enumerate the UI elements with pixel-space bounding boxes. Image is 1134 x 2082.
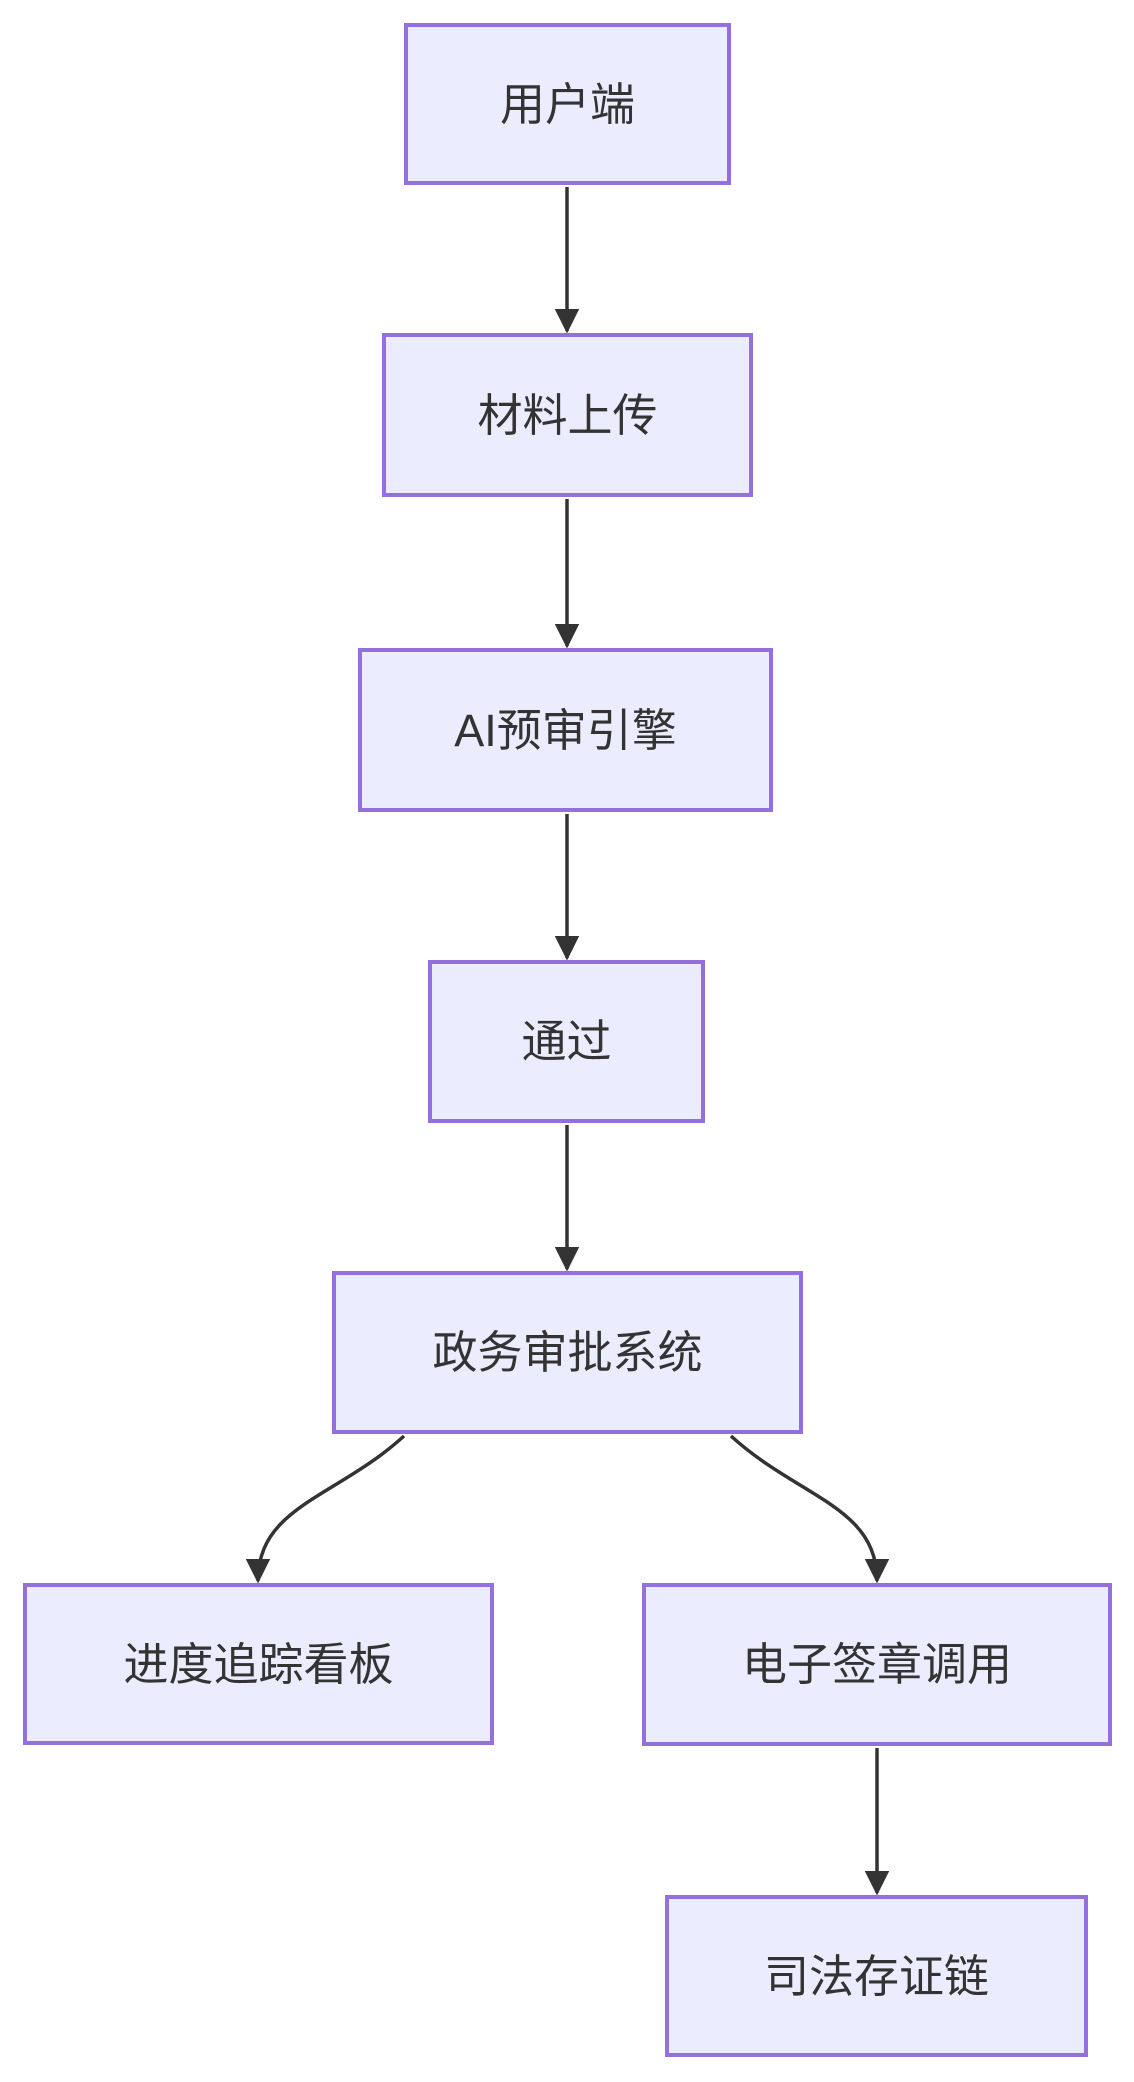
- node-material-upload-label: 材料上传: [477, 389, 658, 441]
- node-user-client: 用户端: [404, 23, 731, 185]
- node-progress-tracking-board-label: 进度追踪看板: [123, 1638, 394, 1690]
- node-e-signature-call-label: 电子签章调用: [741, 1639, 1012, 1690]
- node-gov-approval-system-label: 政务审批系统: [432, 1327, 703, 1378]
- node-ai-precheck-engine: AI预审引擎: [358, 648, 773, 812]
- node-gov-approval-system: 政务审批系统: [332, 1271, 803, 1434]
- node-pass: 通过: [428, 960, 705, 1123]
- node-judicial-evidence-chain-label: 司法存证链: [763, 1950, 989, 2002]
- edge-gov-approval-system-to-progress-tracking-board: [245, 1434, 406, 1584]
- node-pass-label: 通过: [521, 1016, 612, 1067]
- edge-gov-approval-system-to-e-signature-call: [729, 1434, 890, 1584]
- node-ai-precheck-engine-label: AI预审引擎: [454, 704, 677, 756]
- node-progress-tracking-board: 进度追踪看板: [23, 1583, 494, 1745]
- node-user-client-label: 用户端: [499, 78, 635, 130]
- node-judicial-evidence-chain: 司法存证链: [665, 1895, 1088, 2057]
- node-e-signature-call: 电子签章调用: [642, 1583, 1112, 1746]
- node-material-upload: 材料上传: [382, 333, 753, 497]
